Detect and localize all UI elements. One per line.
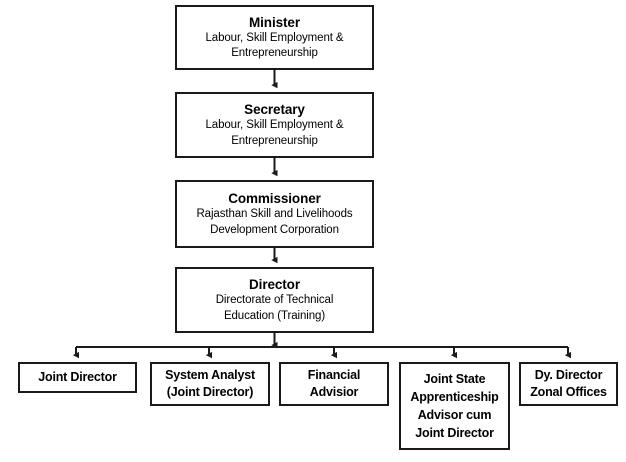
node-system-analyst-line2: (Joint Director) [166, 385, 254, 399]
node-minister-title: Minister [249, 14, 300, 30]
node-minister-subtitle-line2: Entrepreneurship [231, 47, 318, 59]
node-financial-advisior[interactable]: Financial Advisior [279, 362, 389, 406]
node-minister-subtitle-line1: Labour, Skill Employment & [205, 31, 344, 44]
node-joint-state-apprenticeship-line2: Apprenticeship [410, 390, 499, 404]
node-secretary-subtitle-line2: Entrepreneurship [231, 134, 318, 147]
node-secretary[interactable]: Secretary Labour, Skill Employment & Ent… [175, 92, 374, 158]
node-joint-state-apprenticeship-line1: Joint State [423, 372, 486, 386]
node-minister[interactable]: Minister Labour, Skill Employment & Entr… [175, 5, 374, 70]
node-commissioner-subtitle-line2: Development Corporation [210, 223, 339, 236]
node-system-analyst-label: System Analyst (Joint Director) [165, 367, 255, 401]
node-secretary-title: Secretary [244, 102, 305, 117]
node-dy-director-zonal-line1: Dy. Director [534, 368, 603, 382]
node-joint-state-apprenticeship-advisor[interactable]: Joint State Apprenticeship Advisor cum J… [399, 362, 510, 450]
node-joint-state-apprenticeship-line4: Joint Director [415, 426, 494, 440]
node-commissioner-title: Commissioner [228, 191, 321, 206]
node-commissioner-subtitle-line1: Rajasthan Skill and Livelihoods [196, 208, 353, 220]
node-director-title: Director [249, 277, 300, 292]
node-secretary-subtitle-line1: Labour, Skill Employment & [205, 119, 344, 131]
node-joint-director-line1: Joint Director [38, 370, 117, 384]
node-dy-director-zonal-line2: Zonal Offices [530, 385, 607, 399]
node-director-subtitle-line2: Education (Training) [223, 309, 326, 322]
node-joint-director[interactable]: Joint Director [18, 362, 137, 393]
node-joint-state-apprenticeship-line3: Advisor cum [417, 408, 492, 422]
node-financial-advisior-label: Financial Advisior [307, 367, 361, 401]
node-director[interactable]: Director Directorate of Technical Educat… [175, 267, 374, 333]
node-dy-director-zonal-offices[interactable]: Dy. Director Zonal Offices [519, 362, 618, 406]
node-system-analyst-line1: System Analyst [165, 368, 255, 382]
node-dy-director-zonal-offices-label: Dy. Director Zonal Offices [530, 367, 607, 401]
node-financial-advisior-line1: Financial [307, 368, 361, 382]
node-commissioner[interactable]: Commissioner Rajasthan Skill and Livelih… [175, 180, 374, 248]
node-financial-advisior-line2: Advisior [309, 385, 359, 399]
node-director-subtitle-line1: Directorate of Technical [215, 294, 334, 306]
node-system-analyst[interactable]: System Analyst (Joint Director) [150, 362, 270, 406]
node-joint-state-apprenticeship-advisor-label: Joint State Apprenticeship Advisor cum J… [410, 370, 498, 442]
node-joint-director-label: Joint Director [38, 369, 117, 386]
